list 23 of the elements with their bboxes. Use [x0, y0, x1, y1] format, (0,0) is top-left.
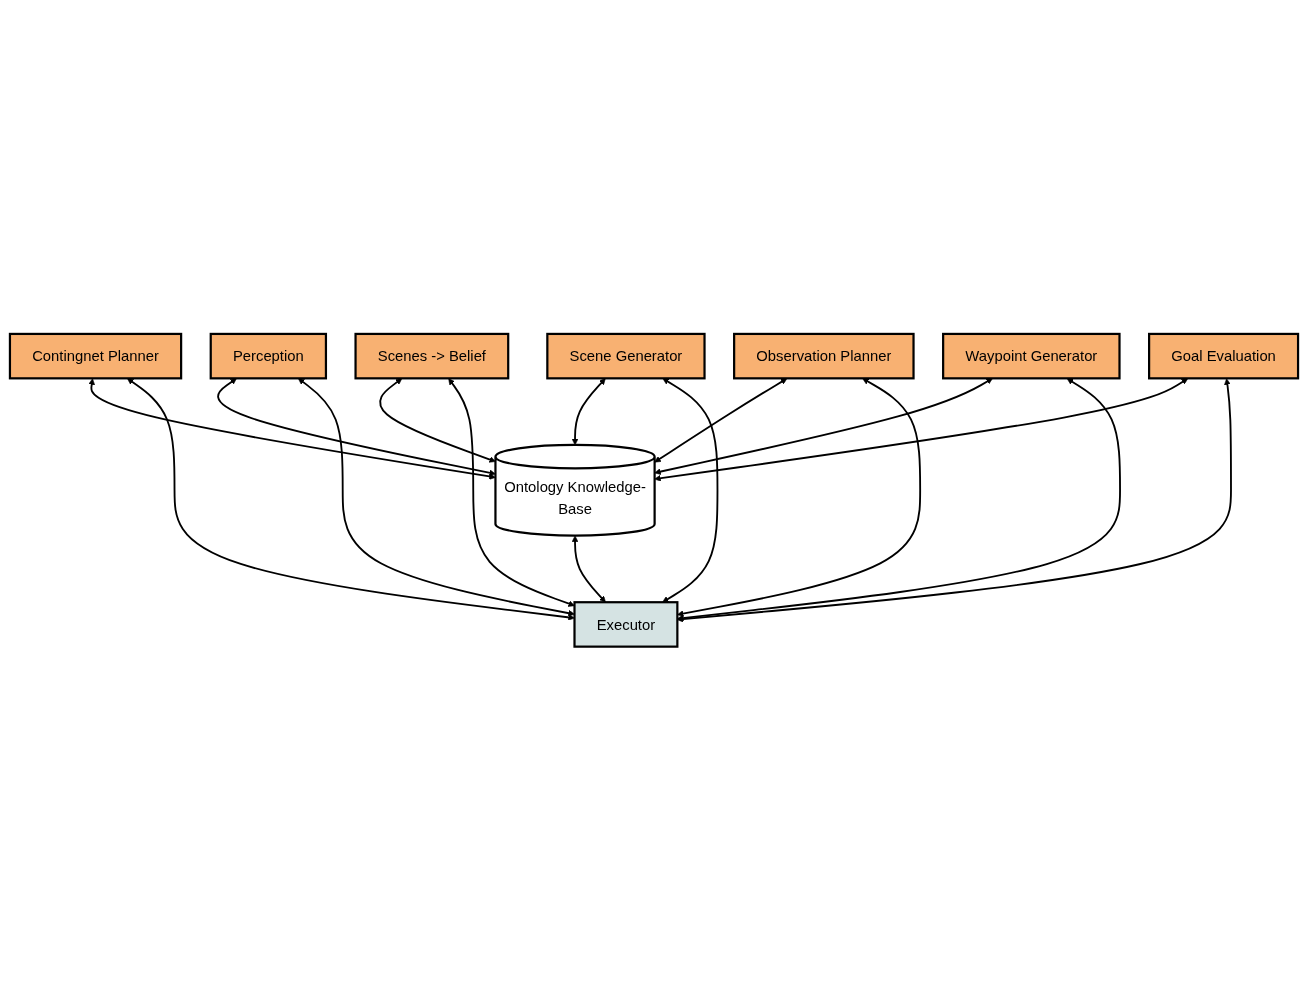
arrow: [654, 378, 1189, 482]
node-box: Waypoint Generator: [942, 333, 1121, 380]
arrow: [677, 378, 1121, 622]
arrow: [127, 378, 575, 621]
node-box: Contingnet Planner: [8, 333, 183, 380]
arrow: [654, 378, 788, 463]
arrow: [662, 378, 719, 603]
arrow: [448, 378, 575, 607]
node-box: Executor: [573, 601, 679, 648]
node-box: Observation Planner: [733, 333, 915, 380]
arrow: [654, 378, 993, 476]
arrow: [677, 378, 922, 618]
node-box: Scene Generator: [546, 333, 706, 380]
arrow: [217, 378, 496, 477]
arrow: [677, 378, 1232, 623]
node-box: Scenes -> Belief: [354, 333, 510, 380]
arrow: [379, 378, 496, 463]
arrow: [571, 378, 606, 446]
arrow: [298, 378, 575, 617]
arrow: [88, 378, 496, 480]
node-box: Goal Evaluation: [1148, 333, 1300, 380]
arrow: [571, 535, 606, 603]
node-box: Perception: [209, 333, 328, 380]
